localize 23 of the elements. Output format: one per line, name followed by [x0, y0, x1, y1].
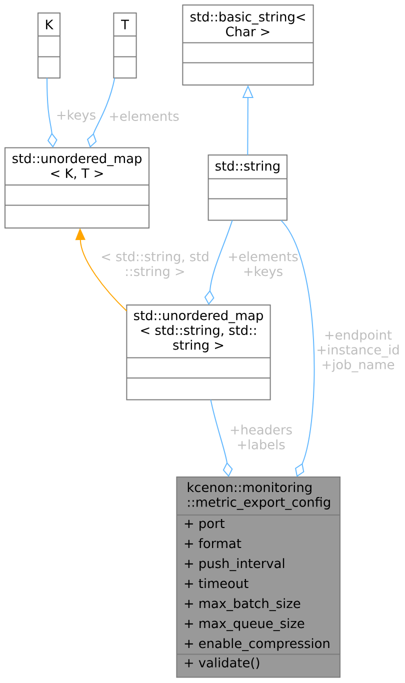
- edge-label: < std::string, std ::string >: [102, 251, 208, 279]
- class-name: std::basic_string< Char >: [190, 12, 305, 36]
- attribute-label: + max_queue_size: [184, 618, 304, 632]
- class-name: K: [46, 20, 54, 30]
- class-name: std::string: [216, 160, 280, 174]
- class-name: T: [121, 20, 129, 30]
- aggregation-line: [280, 220, 315, 477]
- attribute-label: + max_batch_size: [184, 598, 300, 612]
- attribute-label: + enable_compression: [184, 638, 330, 652]
- edge-label: +endpoint +instance_id +job_name: [318, 330, 399, 372]
- edge-label: +elements: [110, 111, 179, 121]
- method-label: + validate(): [184, 658, 260, 670]
- attribute-label: + port: [184, 518, 225, 531]
- attribute-label: + timeout: [184, 578, 248, 588]
- aggregation-line: [204, 220, 233, 305]
- class-name: kcenon::monitoring ::metric_export_config: [188, 482, 330, 510]
- class-name: std::unordered_map < std::string, std:: string >: [134, 310, 263, 352]
- edge-label: +elements +keys: [229, 251, 298, 279]
- edge-label: +keys: [57, 110, 96, 122]
- edge-label: +headers +labels: [230, 424, 292, 450]
- attribute-label: + push_interval: [184, 558, 284, 572]
- class-name: std::unordered_map < K, T >: [12, 153, 142, 180]
- attribute-label: + format: [184, 538, 242, 548]
